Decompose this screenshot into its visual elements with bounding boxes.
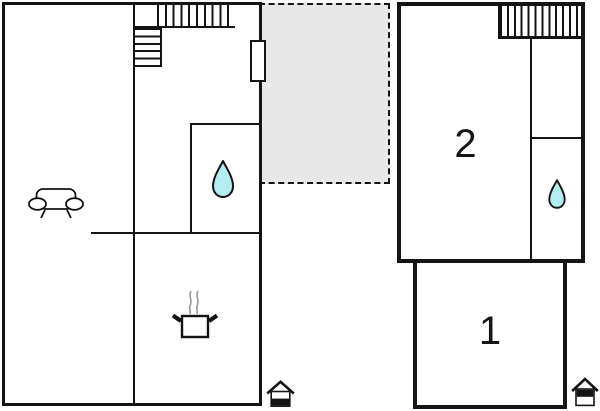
interior-wall-horizontal	[91, 232, 259, 234]
staircase-side-run-icon	[133, 28, 162, 67]
right-building-upper: 2	[397, 2, 585, 263]
door-marker	[250, 40, 266, 82]
sofa-icon	[28, 188, 84, 219]
staircase-icon	[135, 5, 235, 28]
terrace-area	[259, 3, 390, 184]
house-upper-floor-icon	[571, 377, 599, 407]
interior-wall-vertical	[133, 5, 135, 403]
bathroom-wall-horizontal	[190, 123, 259, 125]
bathroom-wall-vertical	[190, 123, 192, 234]
house-ground-floor-icon	[266, 380, 295, 407]
room-1-label: 1	[478, 309, 502, 353]
interior-wall-vertical	[530, 39, 532, 259]
right-building-lower: 1	[413, 259, 567, 409]
staircase-icon	[498, 6, 581, 39]
room-2-label: 2	[454, 122, 477, 166]
interior-wall-horizontal	[530, 137, 581, 139]
cooking-pot-icon	[171, 290, 219, 339]
water-drop-icon	[548, 179, 566, 209]
stair-steps	[157, 5, 235, 26]
water-drop-icon	[212, 160, 234, 198]
left-building	[2, 2, 266, 406]
